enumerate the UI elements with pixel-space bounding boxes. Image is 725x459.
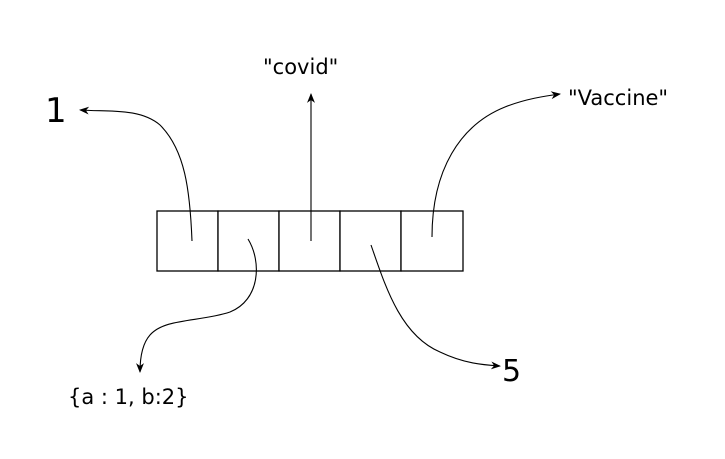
pointer-cell-4-to-vaccine xyxy=(431,91,561,238)
label-object-literal: {a : 1, b:2} xyxy=(68,385,189,409)
array-cell-0 xyxy=(156,210,219,272)
pointer-arrows xyxy=(79,91,561,373)
array-cell-3 xyxy=(339,210,402,272)
label-string-covid: "covid" xyxy=(263,55,338,79)
label-number-one: 1 xyxy=(45,91,67,131)
array-cell-2 xyxy=(278,210,341,272)
array-cell-1 xyxy=(217,210,280,272)
array-cell-4 xyxy=(400,210,464,272)
label-number-five: 5 xyxy=(502,354,521,389)
pointer-cell-0-to-one xyxy=(79,106,193,242)
label-string-vaccine: "Vaccine" xyxy=(568,86,668,110)
pointer-cell-3-to-five xyxy=(370,244,501,370)
array-cells xyxy=(156,210,464,272)
pointer-cell-1-to-object xyxy=(136,238,257,373)
